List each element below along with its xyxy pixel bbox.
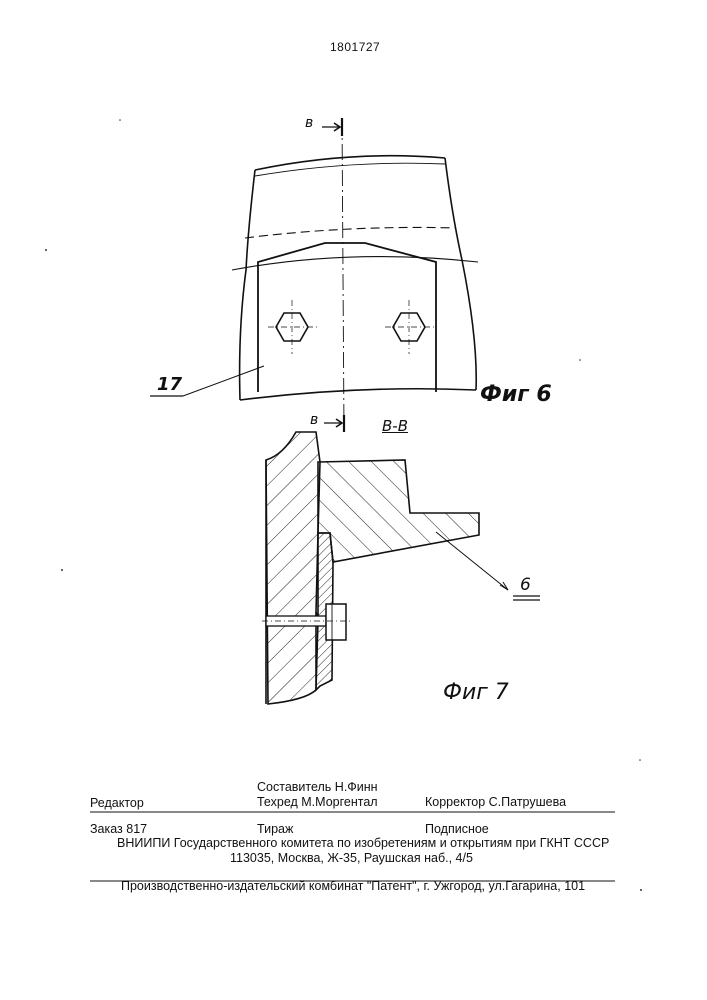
wall-section: [266, 432, 320, 704]
pipe-left-edge: [240, 170, 255, 400]
section-title-bb: В-В: [382, 417, 408, 435]
compiler-line: Составитель Н.Финн: [257, 780, 378, 794]
corrector-line: Корректор С.Патрушева: [425, 795, 566, 809]
part-label-6: 6: [520, 575, 531, 595]
editor-label: Редактор: [90, 796, 144, 810]
section-mark-top: в: [305, 115, 313, 131]
hidden-line: [245, 227, 455, 238]
figure-6: [150, 118, 478, 432]
section-mark-bottom: в: [310, 412, 318, 428]
order-number: Заказ 817: [90, 822, 147, 836]
leader-6: [436, 532, 508, 590]
publisher-line: Производственно-издательский комбинат "П…: [121, 879, 585, 893]
circulation-label: Тираж: [257, 822, 293, 836]
pipe-right-edge: [445, 158, 476, 390]
vniipi-line: ВНИИПИ Государственного комитета по изоб…: [117, 836, 609, 850]
fig7-caption: Фиг 7: [443, 680, 509, 705]
pipe-bottom-edge: [240, 389, 476, 400]
fig6-caption: Фиг 6: [480, 382, 552, 407]
techred-line: Техред М.Моргентал: [257, 795, 378, 809]
figure-7: [262, 432, 540, 704]
bolt-head: [326, 604, 346, 640]
address-line: 113035, Москва, Ж-35, Раушская наб., 4/5: [230, 851, 473, 865]
part-label-17: 17: [157, 374, 182, 395]
subscription-label: Подписное: [425, 822, 489, 836]
